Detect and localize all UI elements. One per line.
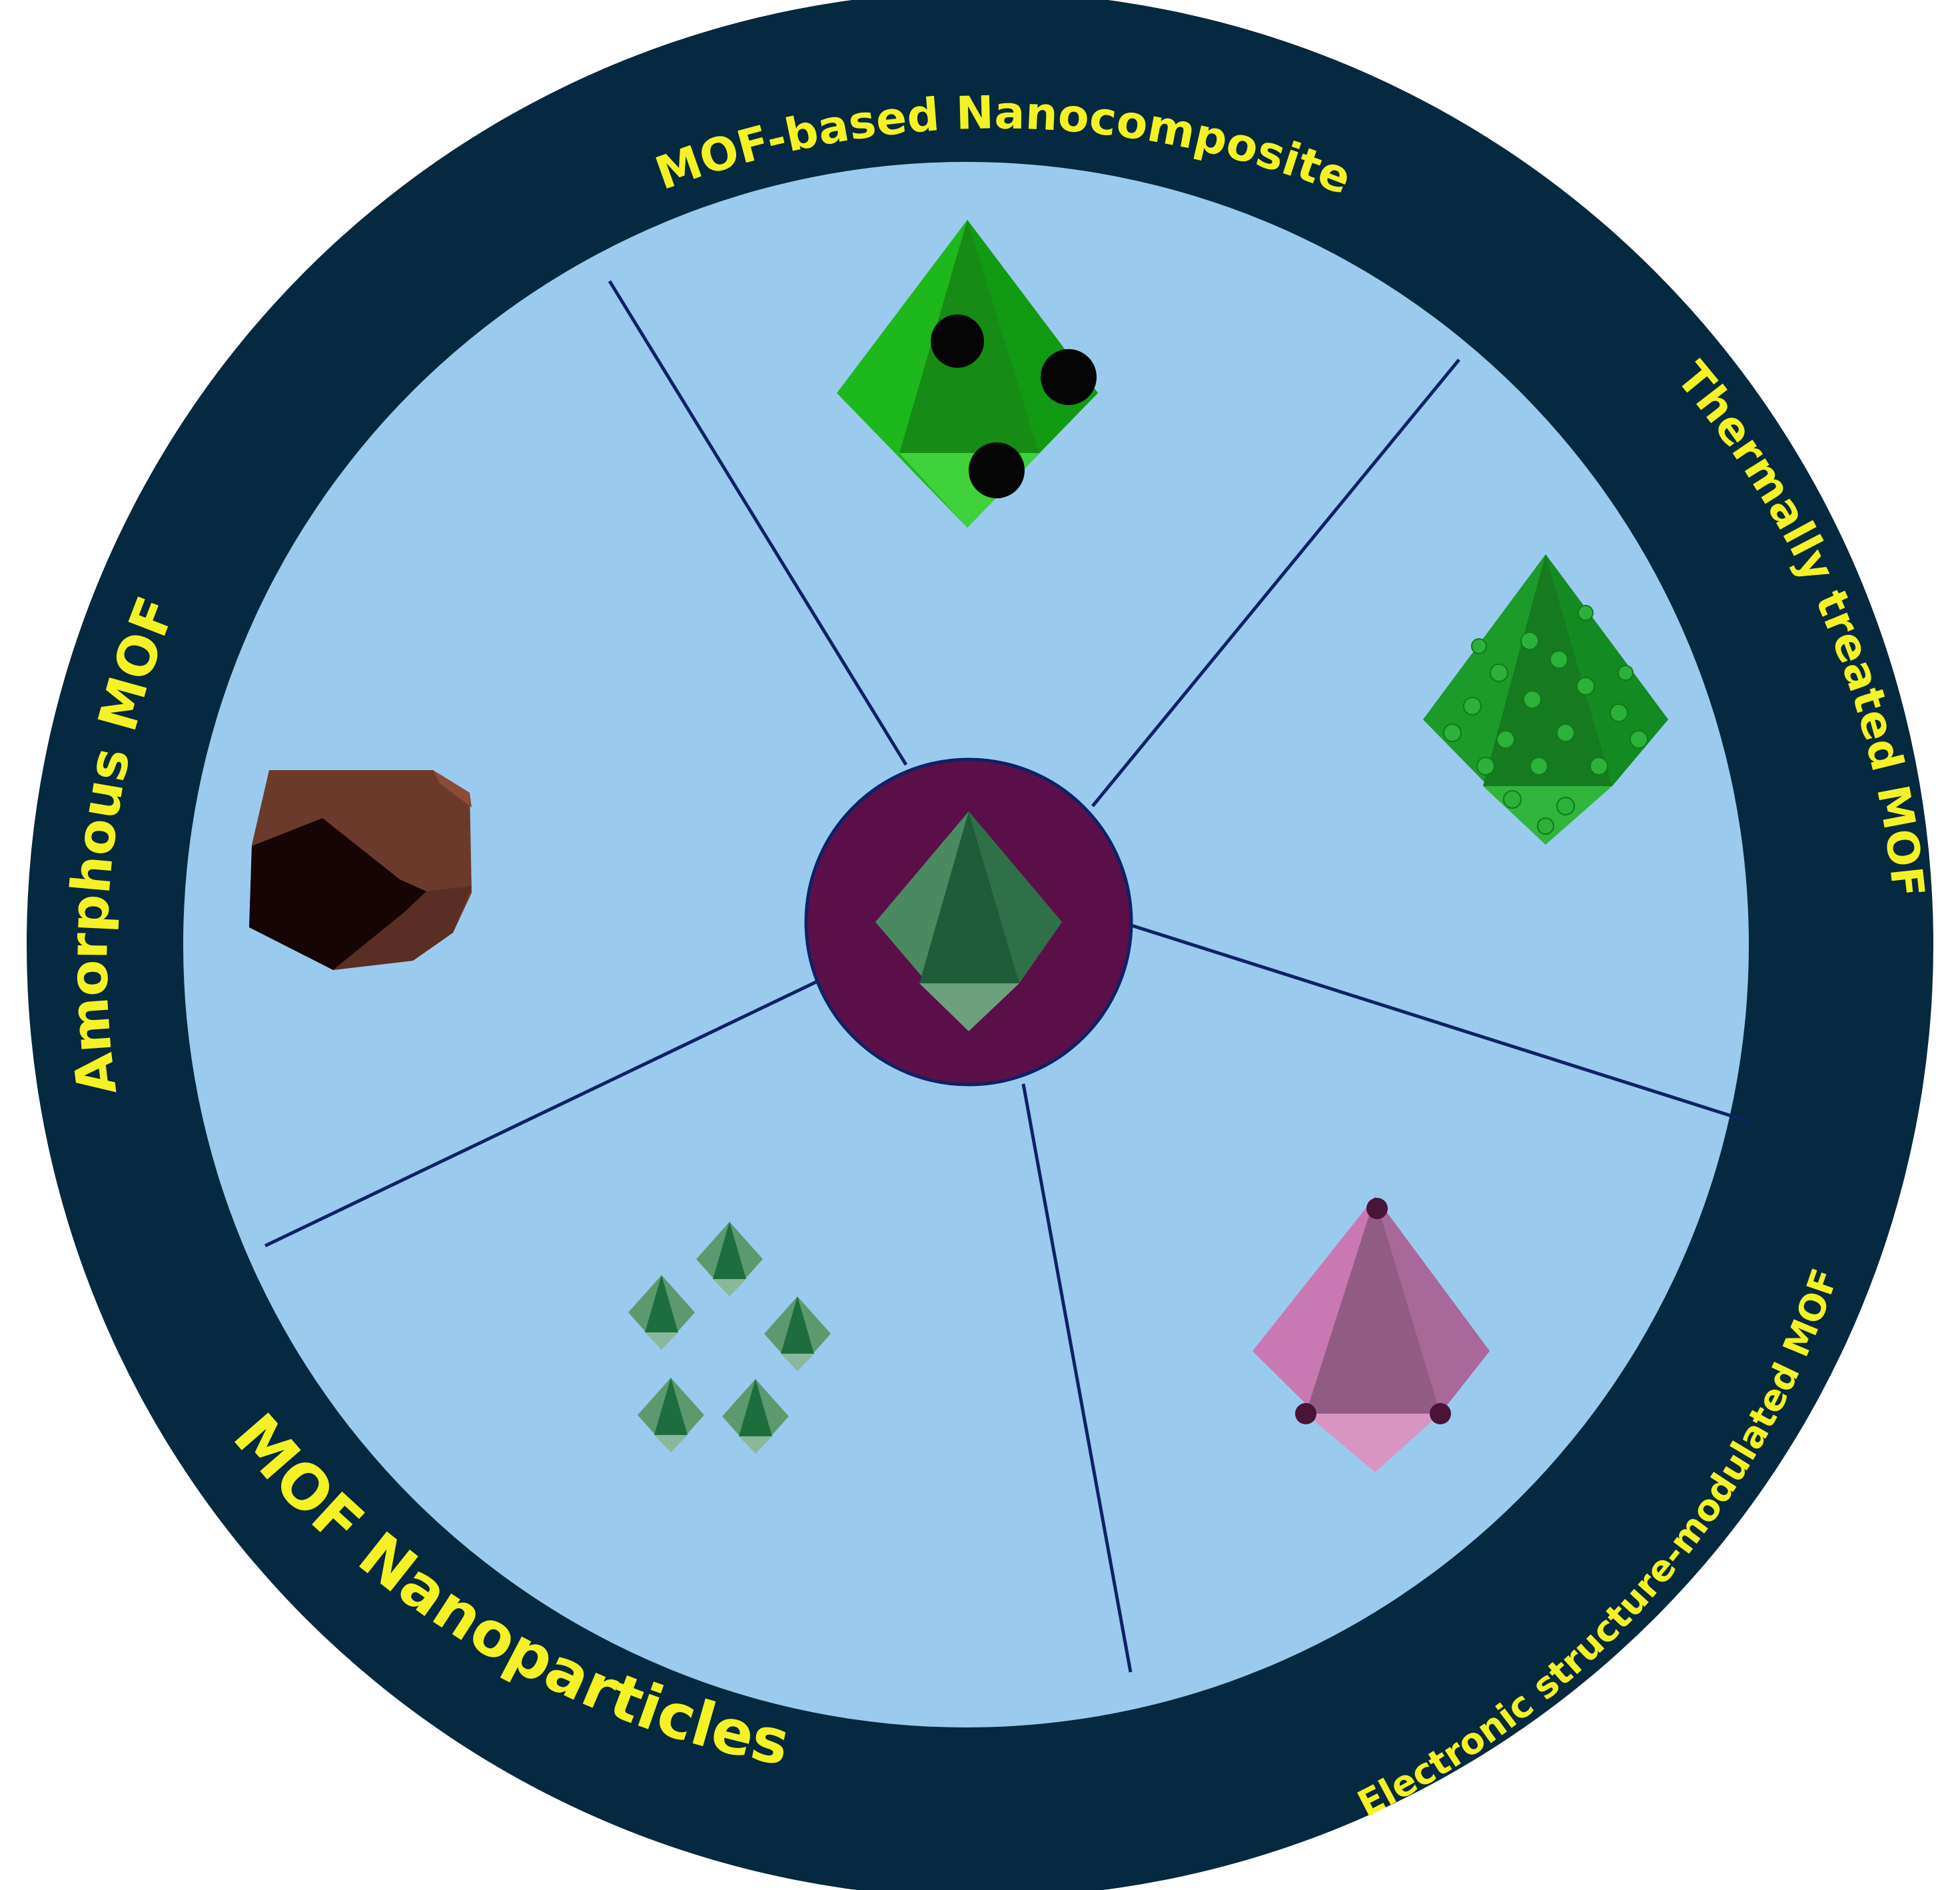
- small-green-octahedra-cluster-icon: [628, 1222, 831, 1454]
- green-octahedron-with-bumps-icon: [1423, 554, 1668, 845]
- green-octahedron-icon: [875, 811, 1062, 1031]
- green-octahedron-with-black-spheres-icon: [837, 220, 1098, 528]
- dividers: [264, 280, 1749, 1673]
- divider-bottom: [1021, 1083, 1133, 1673]
- divider-top-left: [608, 280, 908, 766]
- black-sphere: [1041, 349, 1097, 405]
- pink-octahedron-with-dots-icon: [1252, 1196, 1490, 1472]
- dark-dot: [1295, 1403, 1316, 1424]
- small-octahedron: [764, 1296, 831, 1371]
- small-octahedron: [628, 1275, 695, 1350]
- brown-amorphous-particle-icon: [249, 770, 472, 970]
- small-octahedron: [722, 1379, 789, 1454]
- divider-right: [1129, 923, 1749, 1123]
- divider-top-right: [1091, 358, 1460, 807]
- dark-dot: [1366, 1198, 1388, 1219]
- small-octahedron: [696, 1222, 763, 1296]
- black-sphere: [969, 442, 1025, 498]
- small-octahedron: [638, 1378, 704, 1452]
- divider-left: [264, 972, 834, 1248]
- dark-dot: [1430, 1403, 1451, 1424]
- black-sphere: [931, 314, 984, 368]
